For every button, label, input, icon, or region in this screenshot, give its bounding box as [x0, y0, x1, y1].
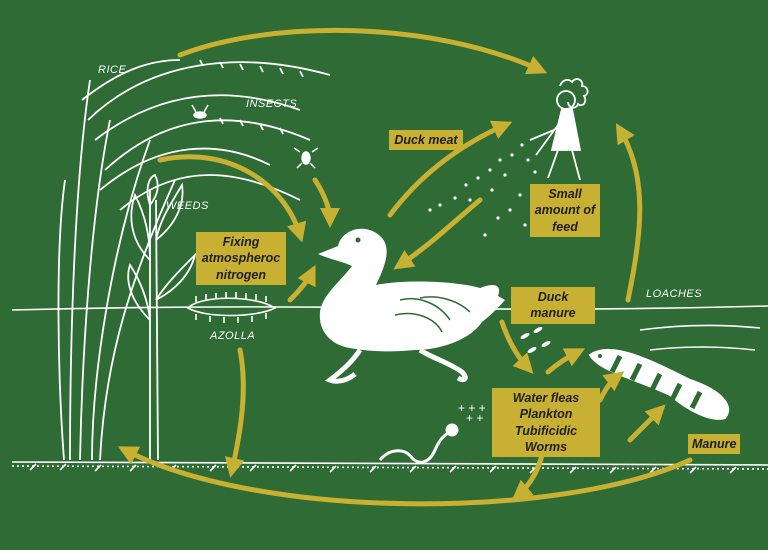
arrow-loach-to-farmer [615, 123, 643, 303]
rice-plant-icon [57, 59, 331, 461]
box-fixing-nitrogen-line-2: atmospheroc [201, 251, 281, 266]
worm-icon [378, 423, 459, 464]
box-food-chain-line-2: Plankton [519, 407, 573, 422]
arrow-azolla-to-duck [287, 264, 316, 303]
box-fixing-nitrogen: Fixing atmospheroc nitrogen [196, 232, 286, 285]
box-small-feed-line-1: Small [548, 187, 582, 201]
arrow-manure-to-plankton [499, 319, 534, 374]
arrow-plankton-to-loach [545, 348, 586, 375]
cycle-arrows [117, 27, 693, 507]
svg-text:+ +: + + [466, 411, 483, 425]
arrow-to-loach [597, 371, 625, 403]
arrow-insect-to-duck [312, 177, 340, 228]
arrow-feed-to-duck [393, 197, 483, 270]
duck-icon [318, 228, 505, 384]
box-food-chain-line-3: Tubificidic Worms [514, 423, 578, 454]
arrow-duck-to-meat [387, 120, 513, 218]
box-fixing-nitrogen-line-1: Fixing [222, 235, 260, 249]
azolla-icon [186, 292, 277, 323]
box-manure: Manure [688, 434, 740, 455]
arrow-soil-to-rice [117, 446, 693, 507]
label-loaches: LOACHES [646, 288, 703, 300]
box-food-chain-line-1: Water fleas [512, 391, 580, 405]
box-duck-manure: Duck manure [511, 287, 595, 324]
label-azolla: AZOLLA [210, 330, 256, 342]
farmer-icon [529, 78, 589, 181]
box-food-chain: Water fleas Plankton Tubificidic Worms [492, 388, 600, 457]
box-duck-meat: Duck meat [389, 130, 463, 151]
arrow-manure-up [627, 404, 666, 443]
weed-plant-icon [127, 173, 197, 461]
arrow-insects-to-duck [157, 154, 307, 243]
box-small-feed: Small amount of feed [530, 184, 600, 237]
box-fixing-nitrogen-line-3: nitrogen [216, 267, 266, 282]
box-small-feed-line-3: feed [552, 219, 578, 234]
plankton-icon: + + + + + [458, 326, 551, 425]
loach-icon [588, 348, 730, 420]
box-small-feed-line-2: amount of [534, 203, 596, 218]
label-weeds: WEEDS [166, 200, 209, 212]
svg-text:+ + +: + + + [458, 401, 486, 415]
arrow-azolla-down [224, 347, 246, 478]
label-rice: RICE [98, 64, 127, 76]
arrow-rice-to-farmer [177, 27, 548, 75]
insect-icon [191, 104, 319, 169]
label-insects: INSECTS [246, 98, 298, 110]
